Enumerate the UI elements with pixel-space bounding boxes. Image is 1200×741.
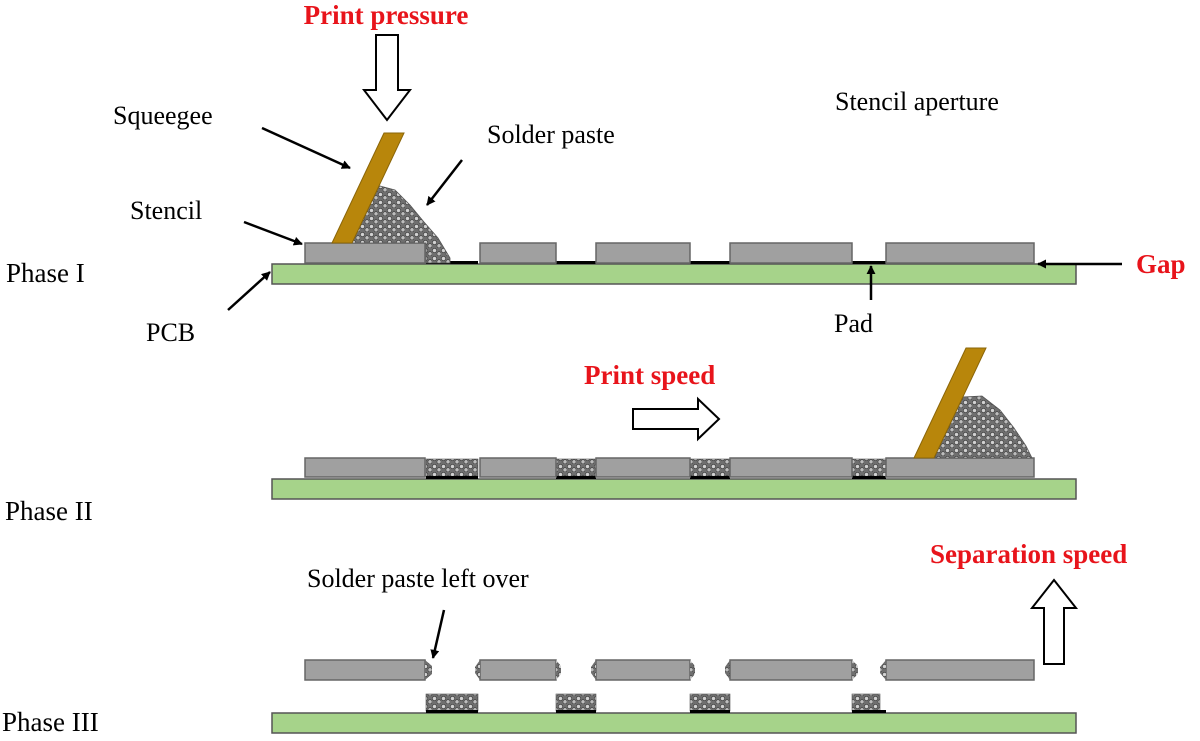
phase-3-pad — [426, 710, 478, 713]
phase-2-pad — [690, 476, 730, 479]
phase-3-leftover-paste — [852, 660, 858, 680]
solder-paste-leader-arrow — [426, 159, 463, 206]
phase-1-stencil-segment — [595, 242, 691, 264]
print-speed-label: Print speed — [584, 360, 715, 390]
phase-2-stencil-segment — [304, 457, 426, 478]
phase-2-group: Print speed Phase II — [5, 347, 1077, 526]
solder-paste-label: Solder paste — [487, 120, 615, 149]
pad-label: Pad — [834, 309, 873, 338]
phase-2-pad — [556, 476, 596, 479]
phase-3-leftover-paste — [556, 660, 561, 680]
phase-3-leftover-paste — [725, 660, 730, 680]
phase-2-label: Phase II — [5, 496, 93, 526]
phase-3-group: Separation speed Solder paste left over … — [2, 539, 1127, 737]
gap-label: Gap — [1136, 249, 1186, 279]
phase-1-stencil-segment — [479, 242, 557, 264]
phase-3-stencil-segment — [595, 659, 691, 681]
phase-2-squeegee — [913, 347, 987, 459]
phase-1-stencil-segment — [885, 242, 1035, 264]
phase-3-leftover-paste — [591, 660, 596, 680]
phase-3-leftover-paste — [425, 660, 432, 680]
phase-3-stencil-segment — [885, 659, 1035, 681]
leftover-paste-leader-arrow — [430, 609, 446, 659]
pcb-leader-arrow — [227, 271, 271, 311]
phase-1-stencil-segment — [304, 242, 426, 264]
phase-3-pad — [556, 710, 596, 713]
phase-1-pad — [556, 261, 596, 264]
phase-3-paste-deposit — [689, 693, 731, 712]
phase-1-squeegee — [331, 132, 405, 244]
print-pressure-arrow — [361, 34, 413, 122]
phase-3-stencil-segment — [304, 659, 426, 681]
phase-1-stencil-segment — [729, 242, 853, 264]
stencil-aperture-label: Stencil aperture — [835, 87, 999, 116]
separation-speed-label: Separation speed — [930, 539, 1127, 569]
phase-2-stencil-segment — [885, 457, 1035, 478]
stencil-leader-arrow — [243, 220, 303, 246]
phase-3-pad — [690, 710, 730, 713]
phase-3-stencil-segment — [729, 659, 853, 681]
phase-1-label: Phase I — [6, 258, 85, 288]
print-pressure-label: Print pressure — [304, 0, 469, 30]
phase-3-pcb — [271, 712, 1077, 734]
phase-2-pad — [426, 476, 478, 479]
separation-speed-arrow — [1029, 578, 1079, 665]
phase-3-leftover-paste — [880, 660, 886, 680]
phase-2-paste-deposit — [689, 458, 731, 478]
phase-3-pad — [852, 710, 886, 713]
phase-3-paste-deposit — [555, 693, 597, 712]
phase-1-pcb — [271, 263, 1077, 285]
phase-2-pad — [852, 476, 886, 479]
phase-2-pcb — [271, 478, 1077, 500]
phase-3-paste-deposit — [425, 693, 479, 712]
pcb-label: PCB — [146, 318, 195, 347]
phase-3-stencil-segment — [479, 659, 557, 681]
phase-3-label: Phase III — [2, 707, 99, 736]
print-speed-arrow — [632, 396, 721, 442]
phase-1-pad — [690, 261, 730, 264]
phase-1-pad — [852, 261, 886, 264]
phase-2-stencil-segment — [729, 457, 853, 478]
phase-3-leftover-paste — [475, 660, 480, 680]
phase-2-paste-deposit — [851, 458, 887, 478]
phase-2-stencil-segment — [595, 457, 691, 478]
phase-2-paste-deposit — [555, 458, 597, 478]
phase-3-paste-deposit — [851, 693, 881, 712]
stencil-label: Stencil — [130, 196, 202, 225]
phase-1-group: Print pressure Squeegee Solder paste Ste… — [6, 0, 1186, 347]
squeegee-leader-arrow — [261, 126, 351, 170]
phase-2-stencil-segment — [479, 457, 557, 478]
phase-2-paste-deposit — [425, 458, 479, 478]
solder-paste-left-over-label: Solder paste left over — [307, 564, 529, 593]
phase-3-leftover-paste — [690, 660, 695, 680]
squeegee-label: Squeegee — [113, 101, 213, 130]
phase-1-pad — [426, 261, 478, 264]
